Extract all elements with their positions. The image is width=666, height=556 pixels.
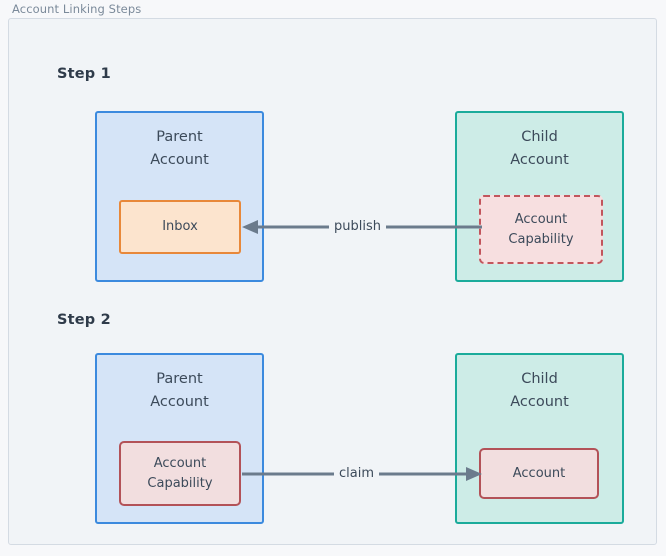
step-2-parent-account-title: Parent Account (150, 371, 209, 410)
step-1-child-account-title: Child Account (510, 129, 569, 168)
step-1-label: Step 1 (57, 66, 111, 82)
step-2-edge-label: claim (334, 466, 380, 481)
step-1-parent-account-box[interactable]: Parent Account (95, 111, 264, 282)
step-1-account-capability-node[interactable]: Account Capability (479, 195, 603, 264)
step-1-inbox-node[interactable]: Inbox (119, 200, 241, 254)
step-1-edge-label: publish (329, 219, 386, 234)
step-2-account-capability-node[interactable]: Account Capability (119, 441, 241, 506)
step-1-parent-account-title: Parent Account (150, 129, 209, 168)
step-2-account-node[interactable]: Account (479, 448, 599, 499)
step-2-label: Step 2 (57, 312, 111, 328)
diagram-title: Account Linking Steps (12, 2, 142, 16)
step-2-child-account-title: Child Account (510, 371, 569, 410)
diagram-panel: Step 1 Parent Account Inbox Child Accoun… (8, 18, 657, 545)
